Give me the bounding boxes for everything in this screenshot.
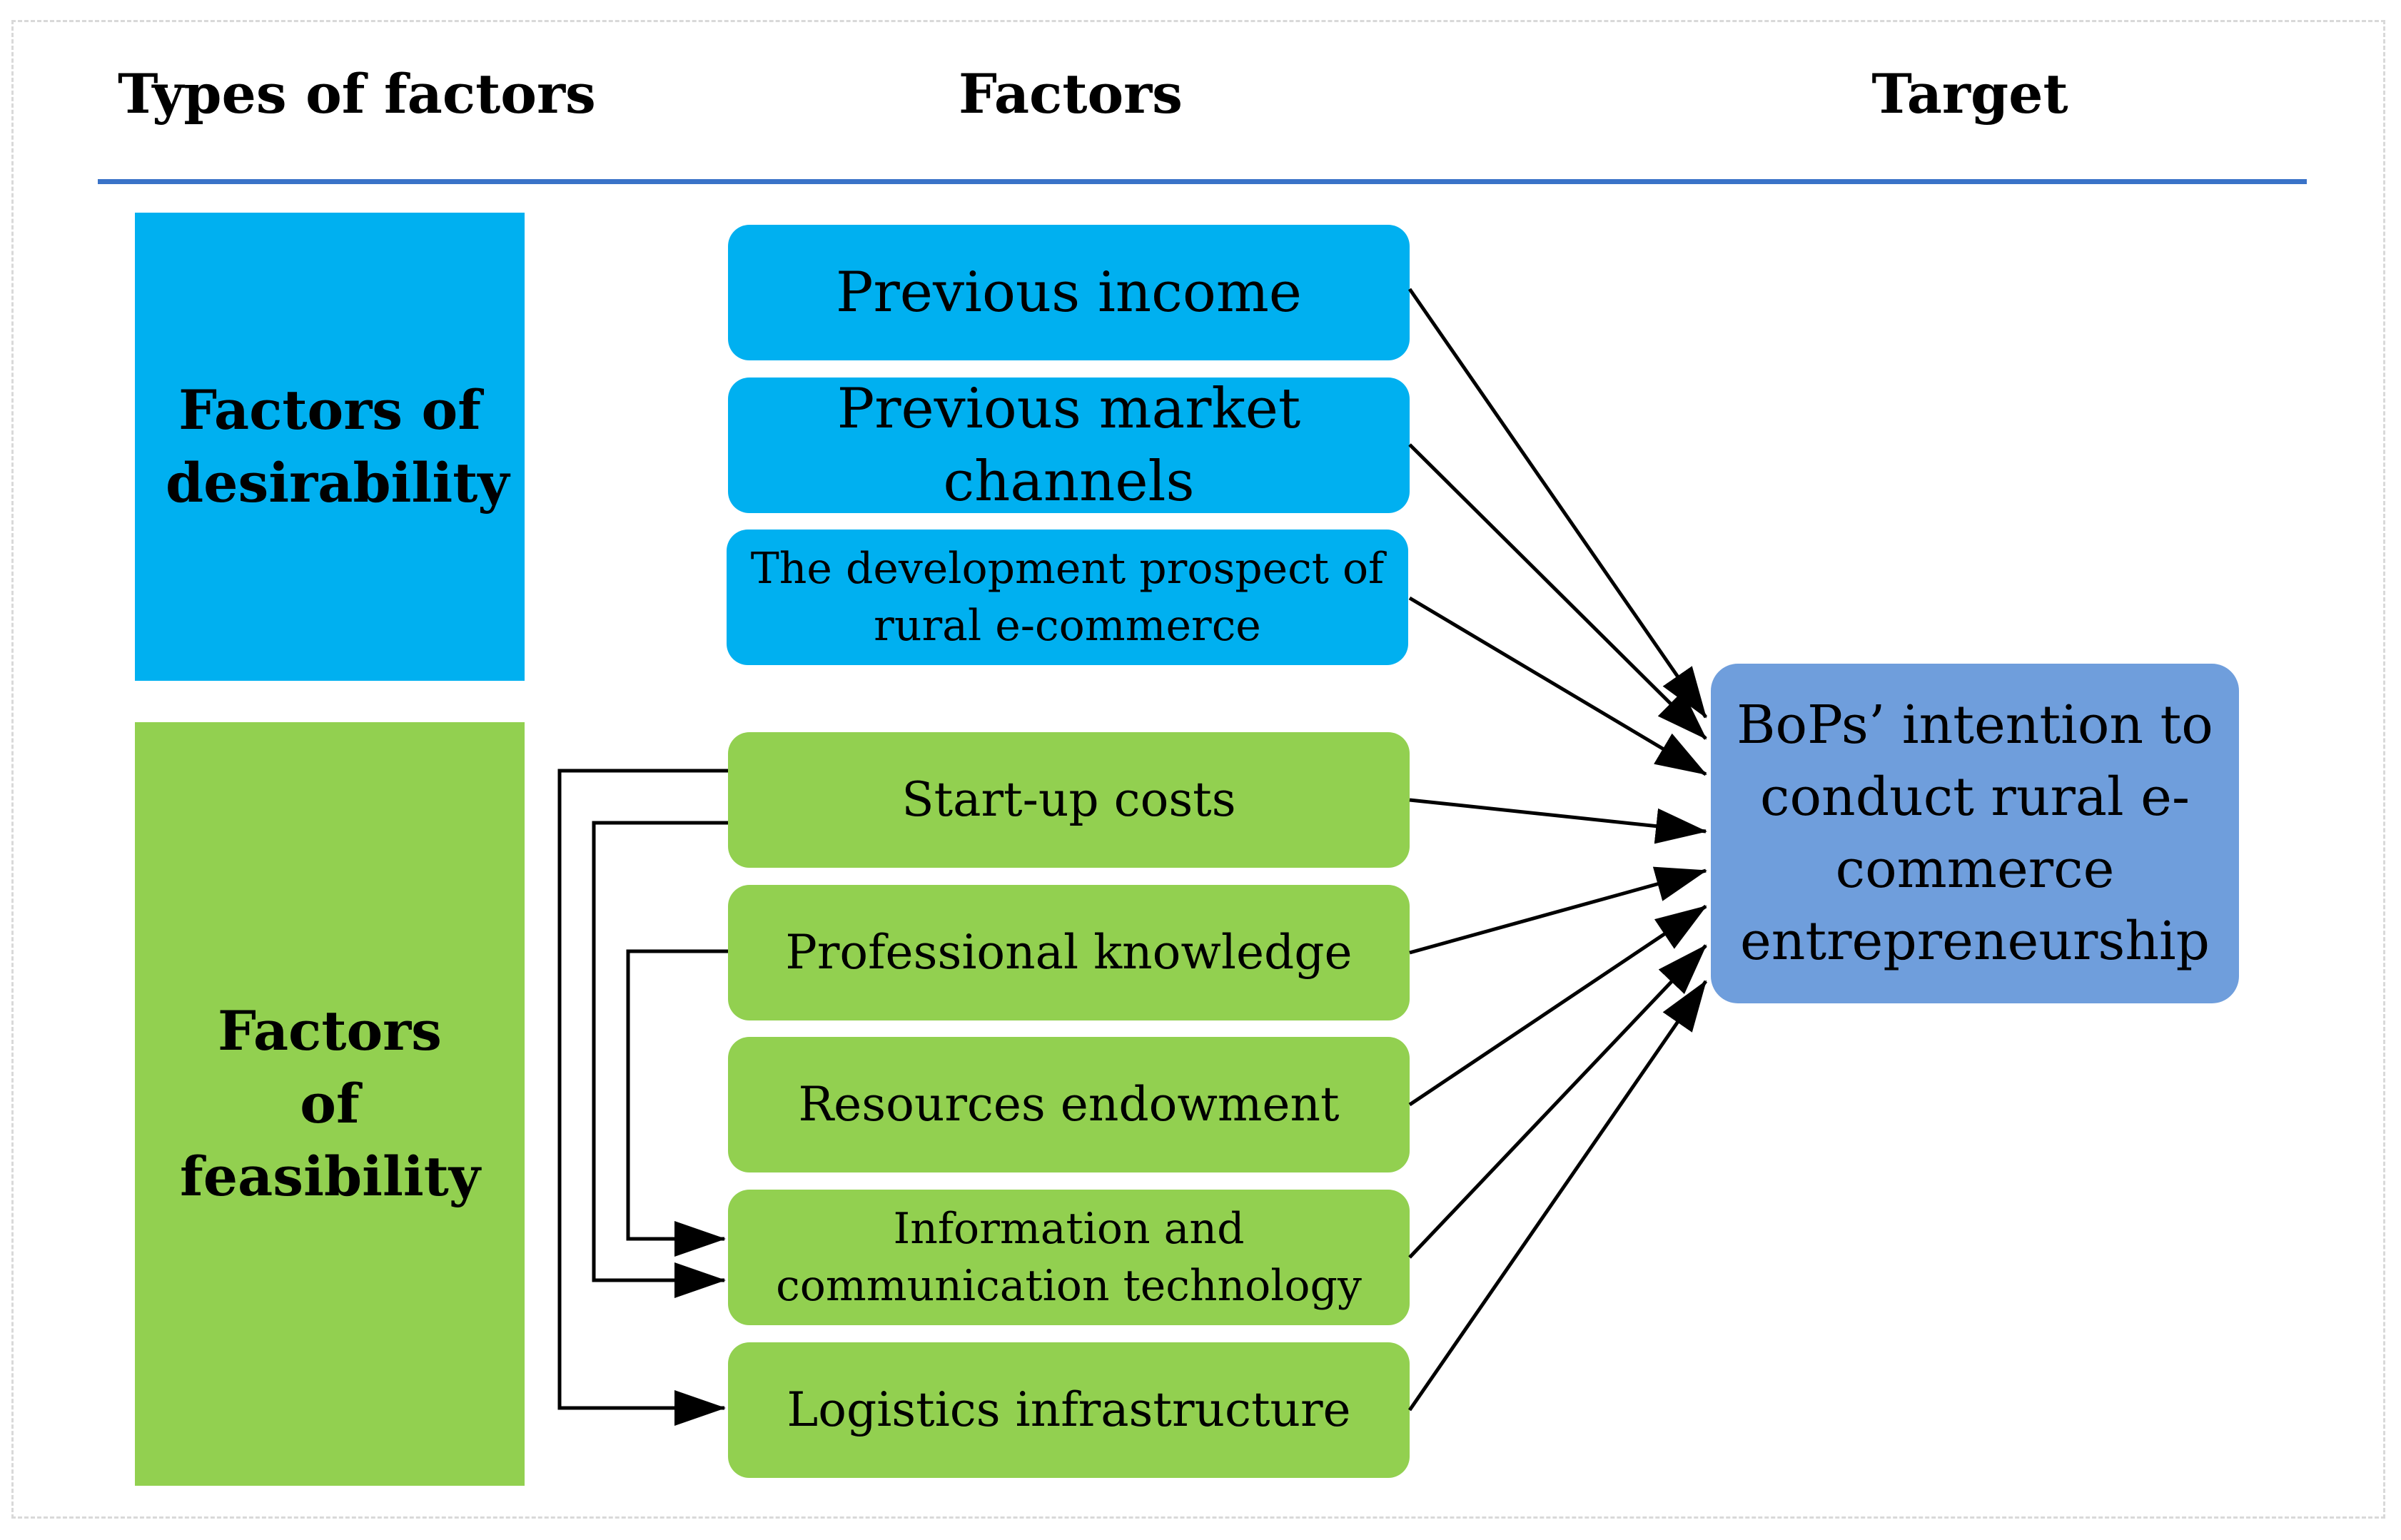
target-box: BoPs’ intention to conduct rural e-comme… [1711, 664, 2239, 1003]
type-feasibility-box: Factors of feasibility [135, 722, 525, 1486]
arrow-development-prospect-to-target [1408, 596, 1707, 776]
factor-professional-knowledge: Professional knowledge [728, 885, 1410, 1020]
type-desirability-box: Factors of desirability [135, 213, 525, 681]
factor-development-prospect-label: The development prospect of rural e-comm… [750, 544, 1385, 651]
factor-resources-endowment-label: Resources endowment [798, 1077, 1340, 1132]
factor-previous-market-channels: Previous market channels [728, 377, 1410, 514]
target-label: BoPs’ intention to conduct rural e-comme… [1737, 694, 2213, 972]
header-divider [98, 179, 2307, 184]
header-target: Target [1871, 62, 2068, 126]
arrow-previous-income-to-target [1407, 288, 1708, 719]
connector-startup-to-ict [592, 821, 728, 1298]
factor-previous-market-channels-label: Previous market channels [836, 377, 1301, 514]
type-desirability-label: Factors of desirability [166, 378, 510, 515]
arrow-market-channels-to-target [1408, 443, 1707, 740]
factor-development-prospect: The development prospect of rural e-comm… [727, 530, 1408, 665]
connector-knowledge-to-ict [626, 949, 728, 1257]
factor-resources-endowment: Resources endowment [728, 1037, 1410, 1172]
factor-startup-costs: Start-up costs [728, 732, 1410, 868]
arrow-logistics-to-target [1407, 980, 1708, 1412]
factor-startup-costs-label: Start-up costs [901, 772, 1236, 827]
arrow-resources-endowment-to-target [1408, 904, 1707, 1107]
factor-previous-income-label: Previous income [836, 260, 1302, 325]
header-types-of-factors: Types of factors [118, 62, 596, 126]
factor-logistics-label: Logistics infrastructure [787, 1382, 1351, 1437]
arrow-ict-to-target [1408, 944, 1707, 1259]
diagram-frame [11, 20, 2385, 1519]
header-factors: Factors [959, 62, 1183, 126]
arrow-professional-knowledge-to-target [1409, 866, 1707, 955]
factor-professional-knowledge-label: Professional knowledge [785, 925, 1353, 980]
arrow-startup-costs-to-target [1409, 798, 1707, 844]
factor-previous-income: Previous income [728, 225, 1410, 360]
factor-ict-label: Information and communication technology [776, 1204, 1362, 1311]
factor-ict: Information and communication technology [728, 1190, 1410, 1325]
factor-logistics: Logistics infrastructure [728, 1342, 1410, 1478]
connector-startup-to-logistics [557, 769, 728, 1426]
type-feasibility-label: Factors of feasibility [180, 999, 480, 1208]
